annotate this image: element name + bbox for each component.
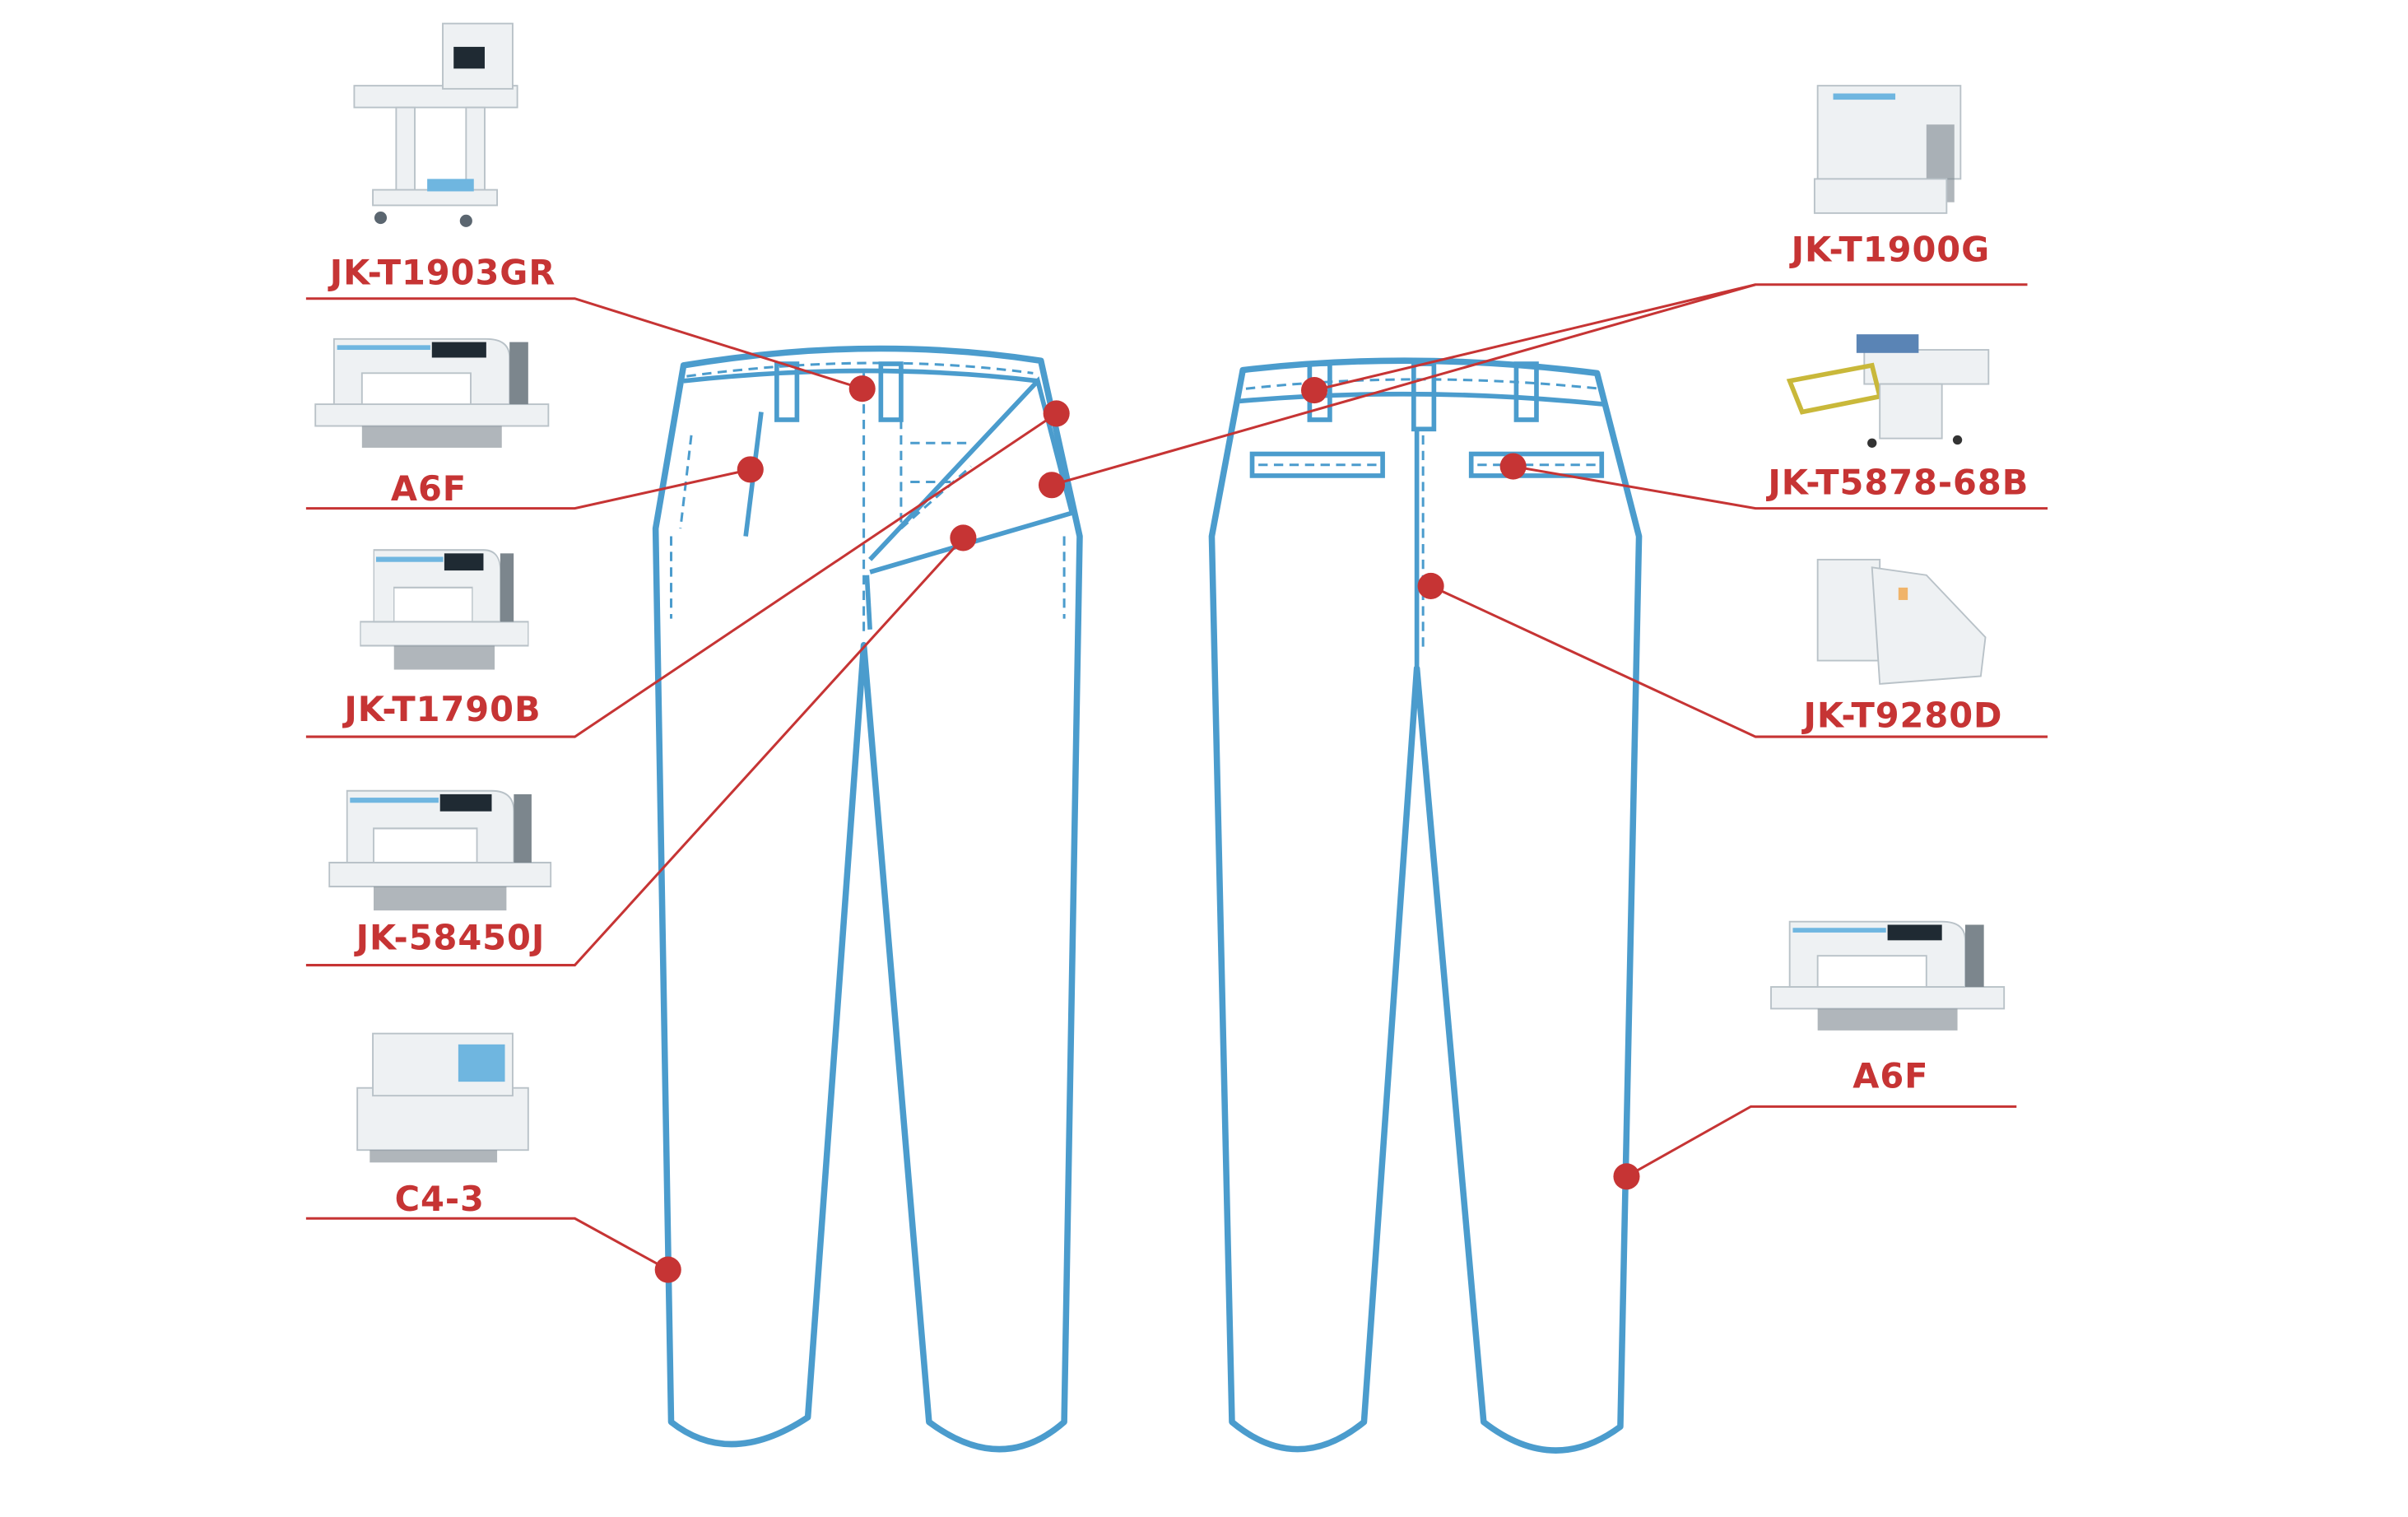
hotspot-jk-t1903gr[interactable] bbox=[848, 375, 876, 403]
label-jk-58450j: JK-58450J bbox=[354, 918, 546, 958]
machine-image-a6f-left bbox=[314, 337, 550, 449]
label-a6f-right: A6F bbox=[1852, 1056, 1928, 1096]
hotspot-a6f-back[interactable] bbox=[1613, 1163, 1640, 1190]
machine-image-a6f-right bbox=[1770, 920, 2006, 1031]
label-jk-t9280d: JK-T9280D bbox=[1801, 696, 2002, 736]
machine-image-c4-3 bbox=[356, 1032, 529, 1163]
label-jk-t5878-68b: JK-T5878-68B bbox=[1765, 463, 2029, 503]
machine-image-jk-t9280d bbox=[1816, 558, 1987, 685]
label-jk-t1900g: JK-T1900G bbox=[1789, 229, 1991, 269]
hotspot-jk-t1900g-back[interactable] bbox=[1300, 377, 1328, 404]
hotspot-jk-t1790b[interactable] bbox=[1043, 400, 1070, 427]
machine-image-jk-58450j bbox=[328, 789, 552, 912]
label-a6f-left: A6F bbox=[391, 468, 467, 509]
hotspot-c4-3[interactable] bbox=[654, 1256, 681, 1283]
label-c4-3: C4-3 bbox=[395, 1179, 485, 1219]
hotspot-jk-t9280d[interactable] bbox=[1417, 572, 1444, 600]
label-jk-t1790b: JK-T1790B bbox=[342, 689, 541, 729]
hotspot-a6f-front[interactable] bbox=[737, 456, 764, 483]
hotspot-jk-t5878-68b[interactable] bbox=[1499, 453, 1527, 480]
machine-image-jk-t1900g bbox=[1813, 85, 1962, 214]
hotspot-jk-t1900g-front[interactable] bbox=[1038, 472, 1066, 499]
callout-lines bbox=[305, 283, 2048, 1271]
trousers-back bbox=[1208, 357, 1643, 1454]
machine-image-jk-t1903gr bbox=[353, 22, 518, 227]
machine-image-jk-t5878-68b bbox=[1786, 334, 1990, 448]
trousers-front bbox=[652, 345, 1083, 1453]
machine-image-jk-t1790b bbox=[359, 549, 529, 671]
label-jk-t1903gr: JK-T1903GR bbox=[328, 253, 556, 293]
hotspot-jk-58450j[interactable] bbox=[950, 524, 977, 551]
